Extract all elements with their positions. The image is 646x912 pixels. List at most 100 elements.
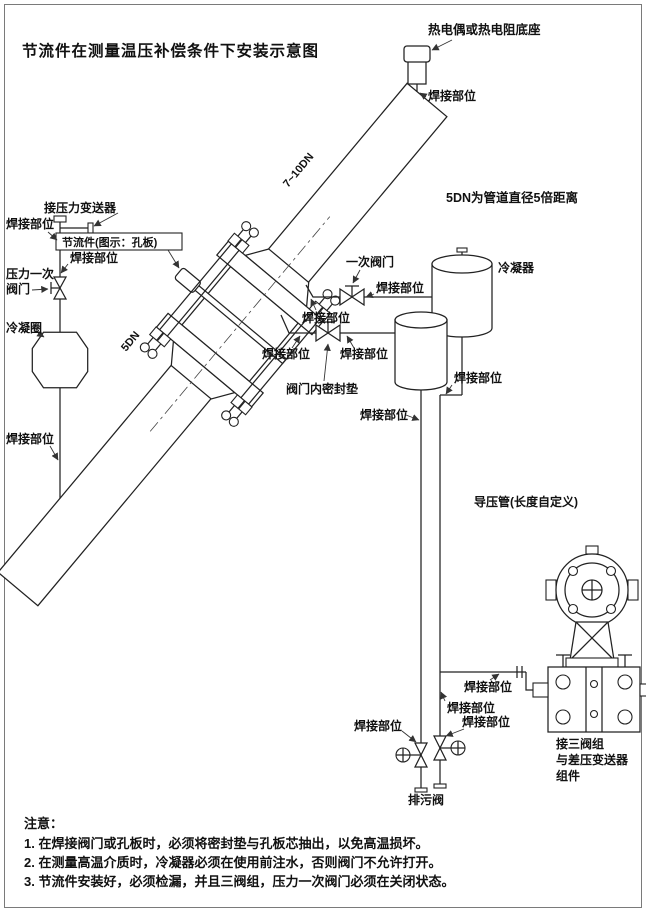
thermo-body: [407, 59, 427, 85]
leader-connect-pt: [93, 212, 119, 227]
valve-tri-bottom: [52, 286, 68, 300]
valve-tri-top: [432, 735, 448, 750]
label-cond-ring: 冷凝圈: [6, 320, 42, 335]
leader-weld-tee: [440, 691, 448, 702]
body-bolt: [567, 565, 579, 577]
drain-valve-left: [395, 742, 429, 793]
lower-tap: [280, 314, 395, 343]
leader-weld-thermo: [419, 92, 428, 100]
manifold-port: [617, 674, 633, 690]
drain-cap: [414, 787, 428, 793]
condenser-vessels: [394, 247, 493, 395]
condenser-1-top: [431, 254, 493, 274]
notes-block: 注意： 1. 在焊接阀门或孔板时，必须将密封垫与孔板芯抽出，以免高温损坏。 2.…: [24, 816, 454, 889]
nut: [156, 332, 172, 348]
leader-weld-drain-left: [401, 730, 417, 743]
label-impulse-pipe: 导压管(长度自定义): [474, 494, 578, 509]
body-bolt: [605, 603, 617, 615]
label-5dn-note: 5DN为管道直径5倍距离: [446, 190, 578, 205]
throttle-box-frame: [55, 232, 183, 251]
drain-cap: [433, 783, 447, 789]
pipe-centerline: [149, 216, 331, 432]
leader-weld-upper-elbow: [310, 298, 318, 311]
tap-top-cap: [53, 215, 67, 223]
thermocouple-base: [403, 45, 431, 92]
throttle-label-box: 节流件(图示：孔板): [55, 232, 183, 251]
bolt-end: [228, 416, 239, 427]
transmitter-top-knob: [585, 545, 599, 555]
leader-valve-gasket: [323, 343, 331, 382]
label-weld-left-bottom: 焊接部位: [6, 431, 54, 446]
notes-heading: 注意：: [24, 816, 63, 831]
label-pressure-valve-1: 压力一次: [6, 266, 54, 281]
label-weld-condenser: 焊接部位: [454, 370, 502, 385]
leader-throttle: [167, 249, 180, 269]
label-weld-left-line: 焊接部位: [360, 407, 408, 422]
primary-valve-lower: [315, 321, 341, 343]
lower-tap-elbow: [280, 314, 316, 334]
label-weld-upper-elbow: 焊接部位: [302, 310, 350, 325]
bolt-end: [221, 410, 232, 421]
impulse-lines: [420, 390, 533, 743]
nut: [227, 232, 243, 248]
leader-thermo-base: [431, 39, 453, 51]
manifold-center-port: [589, 679, 599, 689]
leader-weld-upper-right: [365, 291, 375, 299]
label-weld-branch: 焊接部位: [464, 679, 512, 694]
leader-cond-ring: [36, 330, 45, 338]
neck-flange: [565, 657, 619, 668]
leader-weld-lower-left: [291, 335, 301, 349]
manifold-port: [617, 709, 633, 725]
label-condenser: 冷凝器: [498, 260, 535, 275]
label-weld-left-valve: 焊接部位: [70, 250, 118, 265]
leader-arrows: [31, 39, 500, 743]
leader-weld-left-valve: [60, 263, 69, 274]
condenser-nipple-cap: [456, 247, 468, 253]
leader-weld-left-bottom: [49, 445, 59, 461]
body-bolt: [567, 603, 579, 615]
bolt-end: [139, 342, 150, 353]
nut: [148, 326, 164, 342]
label-7-10dn: 7~10DN: [281, 151, 316, 190]
leader-weld-branch: [489, 673, 500, 681]
leader-weld-condenser: [445, 384, 453, 395]
pressure-tap-left: [31, 215, 94, 499]
label-manifold-3: 组件: [556, 768, 580, 783]
branch-drop: [525, 672, 533, 691]
label-valve-gasket: 阀门内密封垫: [286, 381, 358, 396]
page-border: [4, 4, 642, 908]
label-weld-lower-left: 焊接部位: [262, 346, 310, 361]
nut: [230, 394, 246, 410]
leader-weld-left-line: [405, 414, 420, 421]
note-item-1: 1. 在焊接阀门或孔板时，必须将密封垫与孔板芯抽出，以免高温损坏。: [24, 836, 428, 851]
nut: [234, 238, 250, 254]
transmitter-ear-right: [627, 579, 639, 601]
leader-primary-valve: [352, 269, 361, 284]
bolt-end: [248, 227, 259, 238]
neck-brace: [575, 621, 615, 661]
label-manifold-1: 接三阀组: [556, 736, 604, 751]
drain-valve-right: [432, 735, 466, 789]
leader-weld-drain-right: [445, 728, 465, 737]
manifold-port: [555, 709, 571, 725]
upper-tap-elbow: [305, 284, 340, 298]
body-bolt: [605, 565, 617, 577]
transmitter-face: [564, 562, 620, 618]
manifold-stub-right: [639, 683, 646, 697]
label-manifold-2: 与差压变送器: [556, 752, 629, 767]
thermo-cap: [403, 45, 431, 63]
bolt-end: [147, 348, 158, 359]
valve-tri-bottom: [432, 746, 448, 761]
label-weld-thermo: 焊接部位: [428, 88, 476, 103]
label-weld-tee: 焊接部位: [447, 700, 495, 715]
valve-tri-left: [315, 323, 330, 343]
transmitter-ear-left: [545, 579, 557, 601]
orifice-plate-tab: [174, 267, 201, 293]
nut: [316, 306, 332, 322]
neck-brace: [569, 621, 609, 661]
manifold-port: [555, 674, 571, 690]
valve-tri-bottom: [413, 753, 429, 768]
nut: [237, 400, 253, 416]
